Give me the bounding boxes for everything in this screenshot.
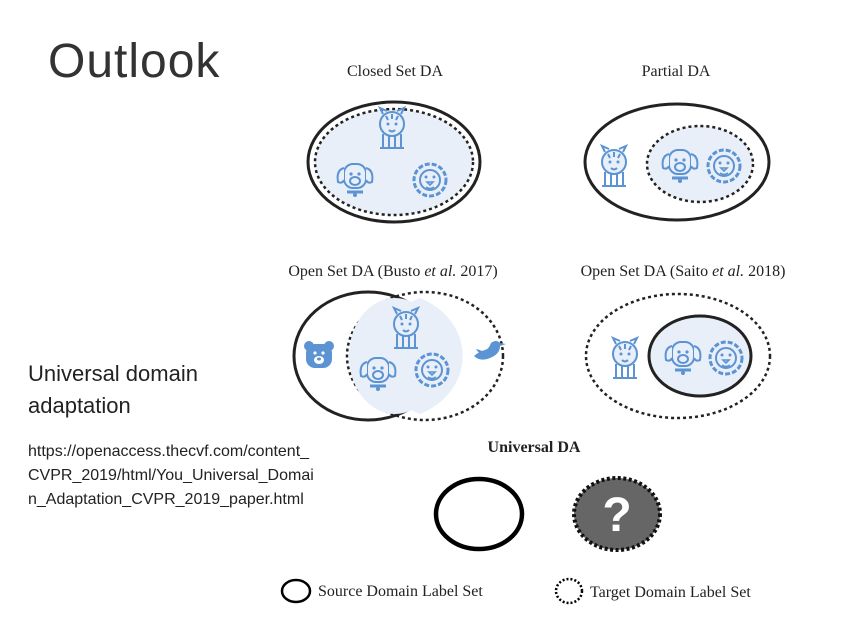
caption-partial: Partial DA <box>642 63 711 80</box>
panel-closed-set: Closed Set DA <box>306 63 482 224</box>
source-label-set-unknown <box>433 476 525 552</box>
target-label-set-ellipse <box>584 292 772 420</box>
caption-open-set-saito: Open Set DA (Saito et al. 2018) <box>581 263 786 280</box>
tiger-icon <box>601 145 627 187</box>
caption-busto-pre: Open Set DA (Busto <box>288 263 424 280</box>
bear-icon <box>304 341 334 368</box>
caption-universal: Universal DA <box>488 439 581 456</box>
source-label-set-ellipse <box>583 102 771 222</box>
bird-icon <box>474 341 506 360</box>
lion-icon <box>706 148 742 184</box>
caption-busto-post: 2017) <box>456 263 497 280</box>
lion-icon <box>414 352 450 388</box>
caption-closed-set: Closed Set DA <box>347 63 443 80</box>
legend: Source Domain Label Set Target Domain La… <box>280 577 751 605</box>
caption-open-set-busto: Open Set DA (Busto et al. 2017) <box>288 263 497 280</box>
slide-title: Outlook <box>48 35 221 88</box>
paper-link[interactable]: https://openaccess.thecvf.com/content_CV… <box>28 443 314 508</box>
legend-source-swatch <box>280 578 312 604</box>
panel-open-set-busto: Open Set DA (Busto et al. 2017) <box>288 263 506 422</box>
panel-partial: Partial DA <box>583 63 771 222</box>
target-label-set-ellipse <box>345 290 505 422</box>
panel-open-set-saito: Open Set DA (Saito et al. 2018) <box>581 263 786 420</box>
legend-source-label: Source Domain Label Set <box>318 583 483 600</box>
legend-target-label: Target Domain Label Set <box>590 584 751 601</box>
subtitle: Universal domain adaptation <box>28 361 198 418</box>
source-label-set-ellipse <box>306 100 482 224</box>
legend-target-swatch <box>554 577 584 605</box>
lion-icon <box>412 162 448 198</box>
question-mark-icon: ? <box>602 489 631 542</box>
caption-busto-em: et al. <box>424 263 456 280</box>
caption-saito-em: et al. <box>712 263 744 280</box>
tiger-icon <box>612 337 638 379</box>
target-label-set-unknown <box>572 476 662 552</box>
panel-universal: Universal DA ? <box>433 439 662 552</box>
caption-saito-post: 2018) <box>744 263 785 280</box>
lion-icon <box>708 340 744 376</box>
caption-saito-pre: Open Set DA (Saito <box>581 263 713 280</box>
